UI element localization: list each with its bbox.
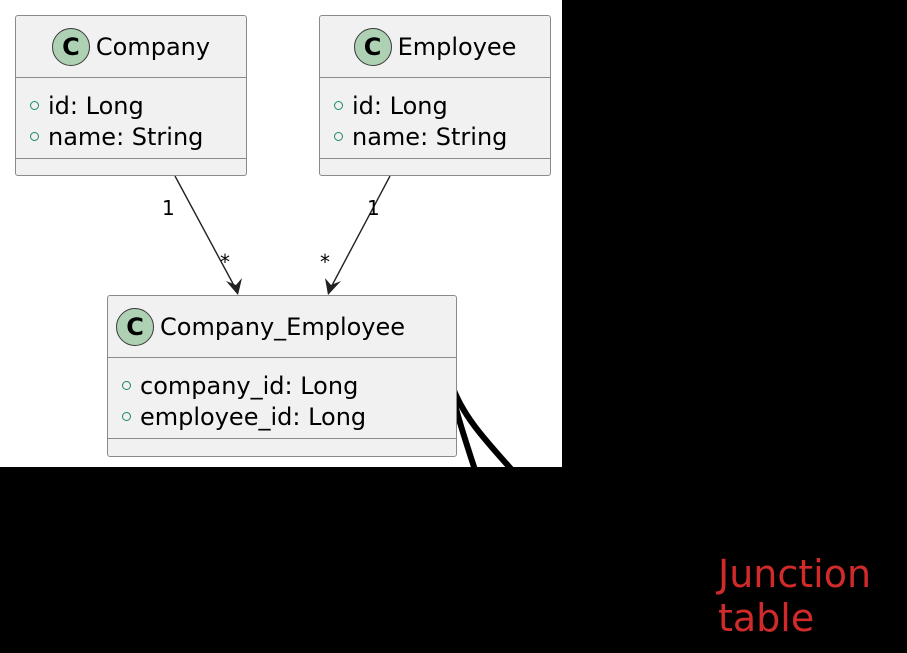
public-visibility-icon [334, 101, 343, 110]
class-methods [108, 439, 456, 455]
class-methods [16, 159, 246, 175]
attribute-text: name: String [352, 122, 508, 151]
public-visibility-icon [30, 101, 39, 110]
arrowhead-icon [226, 278, 242, 295]
annotation-line-1: Junction [718, 552, 872, 596]
class-header: C Employee [320, 16, 550, 78]
class-spot-icon: C [116, 307, 154, 346]
class-company-employee[interactable]: C Company_Employee company_id: Long empl… [107, 295, 457, 457]
attribute-text: name: String [48, 122, 204, 151]
multiplicity-company-one: 1 [162, 196, 175, 220]
relation-employee-line [327, 175, 391, 294]
annotation-line-2: table [718, 596, 815, 640]
attribute-text: company_id: Long [140, 371, 359, 400]
multiplicity-company-many: * [220, 250, 230, 274]
attribute-row: name: String [30, 121, 246, 152]
class-name: Employee [397, 32, 517, 61]
junction-table-annotation: Junction table [718, 552, 871, 640]
attribute-row: id: Long [334, 90, 550, 121]
class-employee[interactable]: C Employee id: Long name: String [319, 15, 551, 176]
attribute-text: id: Long [48, 91, 144, 120]
class-header: C Company_Employee [108, 296, 456, 358]
attribute-row: employee_id: Long [122, 401, 456, 432]
multiplicity-employee-one: 1 [367, 196, 380, 220]
class-attributes: id: Long name: String [16, 78, 246, 159]
class-methods [320, 159, 550, 175]
public-visibility-icon [334, 132, 343, 141]
class-spot-icon: C [51, 27, 90, 66]
class-name: Company_Employee [160, 312, 406, 341]
class-name: Company [95, 32, 211, 61]
attribute-text: employee_id: Long [140, 402, 367, 431]
arrowhead-icon [325, 278, 341, 295]
attribute-row: id: Long [30, 90, 246, 121]
class-company[interactable]: C Company id: Long name: String [15, 15, 247, 176]
class-attributes: id: Long name: String [320, 78, 550, 159]
attribute-text: id: Long [352, 91, 448, 120]
class-attributes: company_id: Long employee_id: Long [108, 358, 456, 439]
relation-company-line [174, 175, 239, 294]
class-spot-icon: C [353, 27, 392, 66]
public-visibility-icon [30, 132, 39, 141]
class-header: C Company [16, 16, 246, 78]
attribute-row: name: String [334, 121, 550, 152]
multiplicity-employee-many: * [320, 250, 330, 274]
public-visibility-icon [122, 381, 131, 390]
diagram-canvas: 1 * 1 * C Company id: Long name: String … [0, 0, 562, 467]
public-visibility-icon [122, 412, 131, 421]
attribute-row: company_id: Long [122, 370, 456, 401]
